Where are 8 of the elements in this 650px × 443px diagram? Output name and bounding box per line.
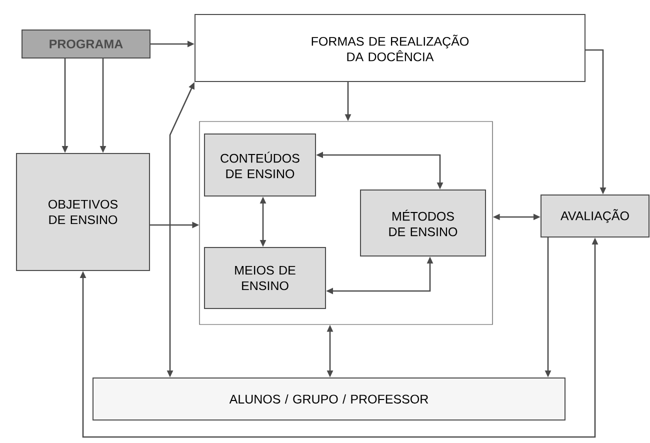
process-box: PROGRAMA [22,30,150,58]
process-box: OBJETIVOS DE ENSINO [16,153,150,271]
process-box: MEIOS DE ENSINO [204,247,326,309]
process-box: CONTEÚDOS DE ENSINO [204,134,316,196]
process-box: MÉTODOS DE ENSINO [360,190,486,256]
process-box: ALUNOS / GRUPO / PROFESSOR [92,378,566,420]
process-box: FORMAS DE REALIZAÇÃO DA DOCÊNCIA [194,14,586,82]
process-box: AVALIAÇÃO [540,194,650,238]
